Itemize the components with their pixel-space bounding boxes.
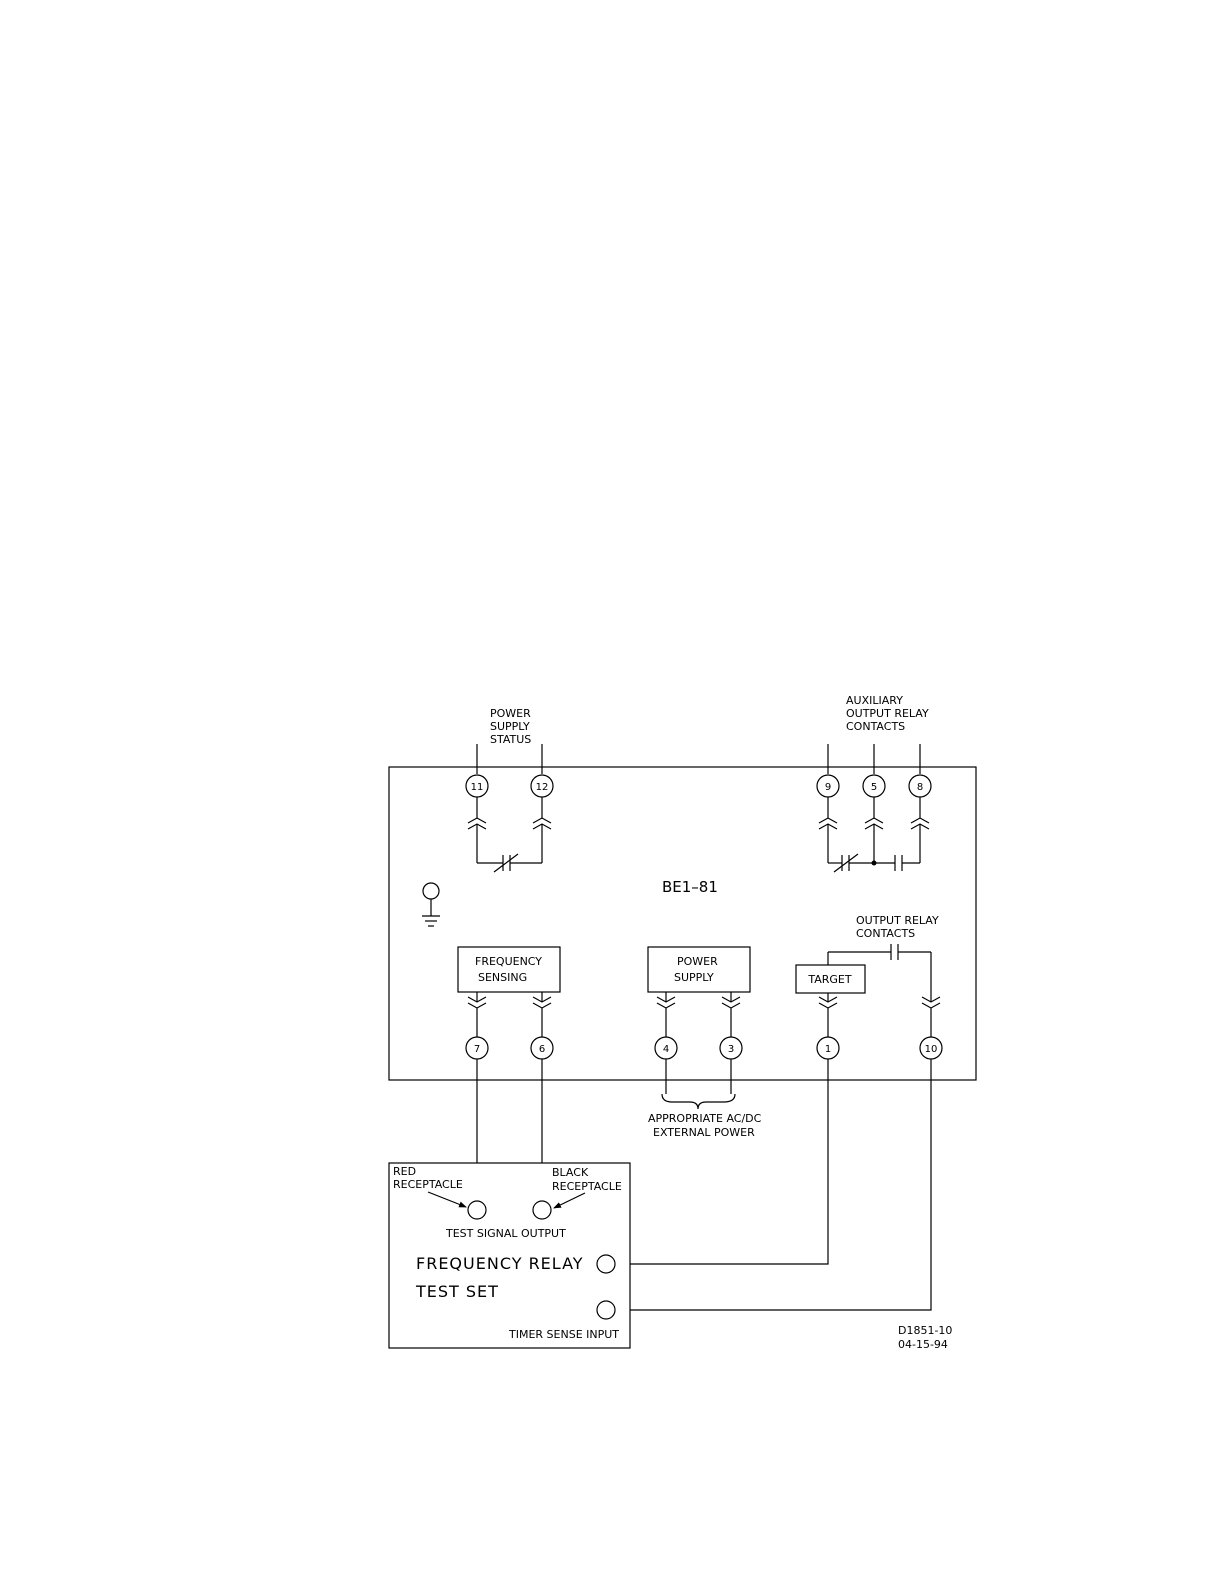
- svg-text:SUPPLY: SUPPLY: [674, 971, 714, 984]
- svg-text:6: 6: [539, 1044, 545, 1055]
- timer-sense-receptacle-1[interactable]: [597, 1255, 615, 1273]
- svg-text:BLACK: BLACK: [552, 1166, 589, 1179]
- terminal-7: 7: [466, 1037, 488, 1059]
- svg-text:POWER: POWER: [490, 707, 531, 720]
- terminal-4: 4: [655, 1037, 677, 1059]
- svg-text:FREQUENCY: FREQUENCY: [475, 955, 542, 968]
- terminal-5: 5: [863, 775, 885, 797]
- red-receptacle[interactable]: [468, 1201, 486, 1219]
- svg-text:7: 7: [474, 1044, 480, 1055]
- svg-text:RED: RED: [393, 1165, 416, 1178]
- svg-text:CONTACTS: CONTACTS: [856, 927, 915, 940]
- drawing-reference: D1851-10 04-15-94: [898, 1324, 952, 1351]
- svg-text:SENSING: SENSING: [478, 971, 527, 984]
- svg-text:TEST SET: TEST SET: [415, 1282, 499, 1301]
- svg-text:10: 10: [925, 1044, 938, 1055]
- svg-text:4: 4: [663, 1044, 669, 1055]
- svg-text:RECEPTACLE: RECEPTACLE: [552, 1180, 622, 1193]
- svg-text:8: 8: [917, 782, 923, 793]
- relay-name: BE1–81: [662, 878, 718, 896]
- svg-text:FREQUENCY RELAY: FREQUENCY RELAY: [416, 1254, 584, 1273]
- svg-text:APPROPRIATE AC/DC: APPROPRIATE AC/DC: [648, 1112, 762, 1125]
- svg-text:CONTACTS: CONTACTS: [846, 720, 905, 733]
- svg-text:OUTPUT RELAY: OUTPUT RELAY: [856, 914, 939, 927]
- svg-text:D1851-10: D1851-10: [898, 1324, 952, 1337]
- svg-text:SUPPLY: SUPPLY: [490, 720, 530, 733]
- svg-text:RECEPTACLE: RECEPTACLE: [393, 1178, 463, 1191]
- svg-text:EXTERNAL POWER: EXTERNAL POWER: [653, 1126, 755, 1139]
- svg-text:9: 9: [825, 782, 831, 793]
- terminal-3: 3: [720, 1037, 742, 1059]
- svg-text:AUXILIARY: AUXILIARY: [846, 694, 903, 707]
- target-block: TARGET: [796, 965, 865, 993]
- svg-text:11: 11: [471, 782, 484, 793]
- terminal-1: 1: [817, 1037, 839, 1059]
- auxiliary-contacts-label: AUXILIARY OUTPUT RELAY CONTACTS: [846, 694, 929, 733]
- power-supply-status-label: POWER SUPPLY STATUS: [490, 707, 531, 746]
- svg-text:1: 1: [825, 1044, 831, 1055]
- test-signal-output-label: TEST SIGNAL OUTPUT: [445, 1227, 566, 1240]
- frequency-sensing-block: FREQUENCY SENSING: [458, 947, 560, 992]
- terminal-11: 11: [466, 775, 488, 797]
- terminal-8: 8: [909, 775, 931, 797]
- svg-text:OUTPUT RELAY: OUTPUT RELAY: [846, 707, 929, 720]
- svg-text:12: 12: [536, 782, 549, 793]
- svg-text:POWER: POWER: [677, 955, 718, 968]
- svg-text:STATUS: STATUS: [490, 733, 531, 746]
- black-receptacle[interactable]: [533, 1201, 551, 1219]
- terminal-12: 12: [531, 775, 553, 797]
- terminal-10: 10: [920, 1037, 942, 1059]
- external-power-label: APPROPRIATE AC/DC EXTERNAL POWER: [648, 1112, 762, 1139]
- terminal-9: 9: [817, 775, 839, 797]
- power-supply-block: POWER SUPPLY: [648, 947, 750, 992]
- timer-sense-receptacle-2[interactable]: [597, 1301, 615, 1319]
- timer-sense-input-label: TIMER SENSE INPUT: [508, 1328, 619, 1341]
- svg-text:3: 3: [728, 1044, 734, 1055]
- terminal-6: 6: [531, 1037, 553, 1059]
- svg-text:5: 5: [871, 782, 877, 793]
- svg-text:TARGET: TARGET: [807, 973, 852, 986]
- svg-text:04-15-94: 04-15-94: [898, 1338, 948, 1351]
